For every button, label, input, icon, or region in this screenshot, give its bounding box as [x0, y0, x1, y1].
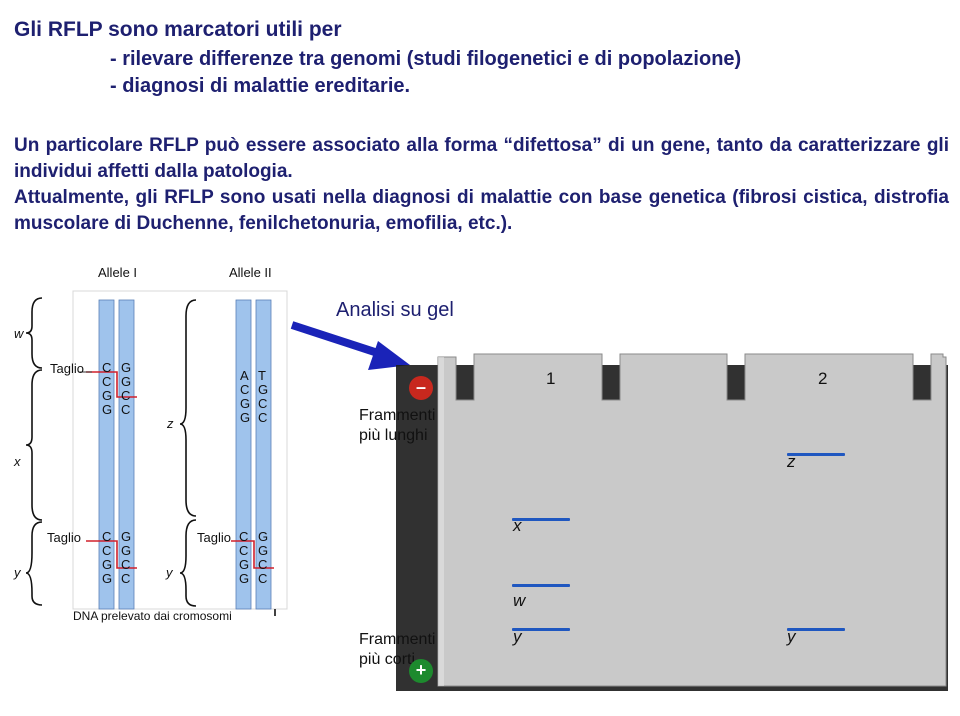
strand-allele1-left: [98, 299, 115, 610]
band-label-y-lane1: y: [513, 627, 522, 646]
base: C: [121, 557, 131, 572]
base: A: [240, 368, 249, 383]
region-w-label: w: [14, 326, 24, 341]
base: C: [258, 571, 268, 586]
base: G: [258, 382, 269, 397]
dna-caption: DNA prelevato dai cromosomi: [73, 609, 232, 623]
minus-electrode-icon: –: [409, 376, 433, 400]
gel-title: Analisi su gel: [336, 299, 454, 321]
strand-allele2-right: [255, 299, 272, 610]
band-label-y-lane2: y: [787, 627, 796, 646]
allele1-label: Allele I: [98, 265, 138, 280]
base: G: [240, 410, 251, 425]
lane-2-label: 2: [818, 369, 828, 388]
base: G: [239, 571, 250, 586]
base: C: [240, 382, 250, 397]
base: G: [121, 543, 132, 558]
strand-allele2-left: [235, 299, 252, 610]
bullet-2: - diagnosi di malattie ereditarie.: [110, 75, 411, 97]
base: C: [258, 557, 268, 572]
base: C: [102, 529, 112, 544]
base: C: [239, 543, 249, 558]
allele2-label: Allele II: [229, 265, 272, 280]
base: G: [258, 529, 269, 544]
band-label-z: z: [787, 452, 796, 471]
base: C: [121, 402, 131, 417]
band-label-x: x: [513, 516, 522, 535]
base: C: [102, 374, 112, 389]
gel-band-x: [512, 518, 570, 521]
base: C: [258, 410, 268, 425]
gel-body: [437, 353, 947, 687]
gel-band-y-lane1: [512, 628, 570, 631]
base: G: [102, 557, 113, 572]
base: C: [258, 396, 268, 411]
base: G: [258, 543, 269, 558]
base: C: [102, 543, 112, 558]
plus-electrode-icon: +: [409, 659, 433, 683]
cut-marks: [86, 371, 274, 569]
base: C: [102, 360, 112, 375]
region-x-label: x: [14, 454, 21, 469]
bullet-1: - rilevare differenze tra genomi (studi …: [110, 48, 742, 70]
braces: [25, 297, 276, 616]
base: G: [239, 557, 250, 572]
gel-band-w: [512, 584, 570, 587]
arrow-head: [368, 341, 410, 370]
base: G: [102, 571, 113, 586]
base: T: [258, 368, 266, 383]
slide-title: Gli RFLP sono marcatori utili per: [14, 18, 342, 41]
gel-band-z: [787, 453, 845, 456]
paragraph-1: Un particolare RFLP può essere associato…: [14, 135, 949, 182]
cut-label-3: Taglio: [197, 530, 231, 545]
base: G: [240, 396, 251, 411]
long-fragments-label: Frammenti più lunghi: [359, 407, 436, 444]
base: G: [102, 388, 113, 403]
region-y2-label: y: [166, 565, 173, 580]
base: G: [102, 402, 113, 417]
paragraph-2: Attualmente, gli RFLP sono usati nella d…: [14, 187, 949, 234]
gel-band-y-lane2: [787, 628, 845, 631]
base: G: [121, 529, 132, 544]
base: C: [239, 529, 249, 544]
arrow-shaft: [290, 321, 392, 361]
lane-1-label: 1: [546, 369, 556, 388]
base: C: [121, 571, 131, 586]
short-fragments-label: Frammenti più corti: [359, 631, 436, 668]
base: G: [121, 360, 132, 375]
strand-allele1-right: [118, 299, 135, 610]
band-label-w: w: [513, 591, 526, 610]
base: G: [121, 374, 132, 389]
base: C: [121, 388, 131, 403]
region-y-label: y: [14, 565, 21, 580]
cut-label-1: Taglio: [50, 361, 84, 376]
cut-label-2: Taglio: [47, 530, 81, 545]
region-z-label: z: [167, 416, 174, 431]
